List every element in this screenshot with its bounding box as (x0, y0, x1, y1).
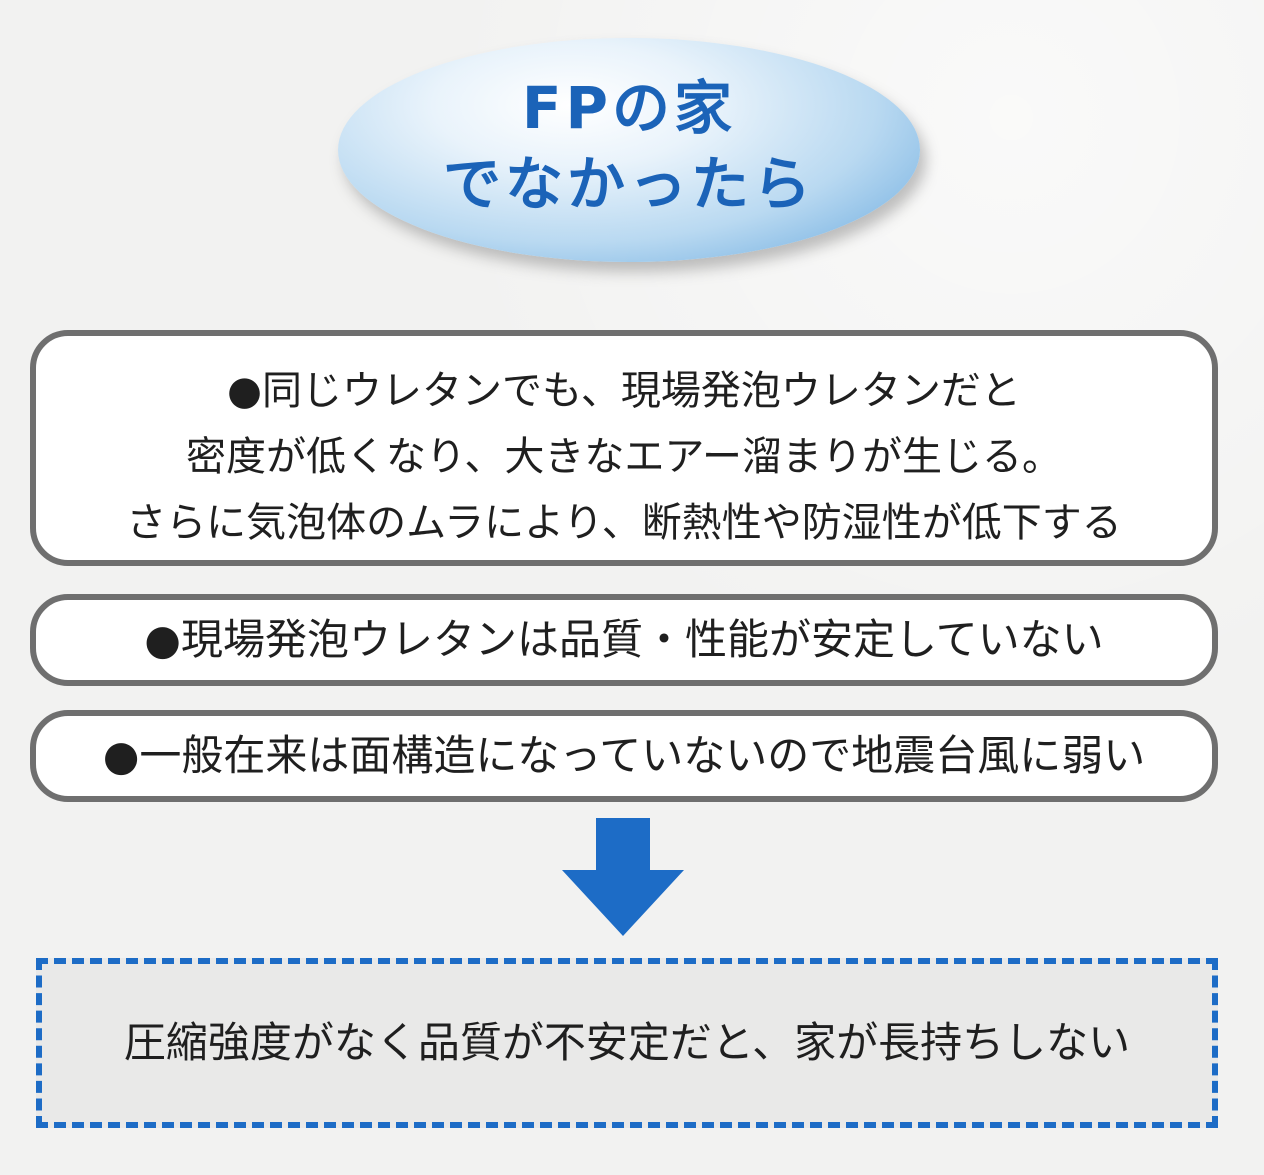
point-box-3: ●一般在来は面構造になっていないので地震台風に弱い (30, 710, 1218, 802)
point-2-text: ●現場発泡ウレタンは品質・性能が安定していない (144, 615, 1104, 664)
point-box-2: ●現場発泡ウレタンは品質・性能が安定していない (30, 594, 1218, 686)
conclusion-box: 圧縮強度がなく品質が不安定だと、家が長持ちしない (36, 958, 1218, 1128)
point-1-line-2: 密度が低くなり、大きなエアー溜まりが生じる。 (186, 434, 1062, 480)
title-line-1: FPの家 (521, 74, 737, 142)
point-3-text: ●一般在来は面構造になっていないので地震台風に弱い (102, 731, 1146, 780)
title-ellipse (338, 38, 920, 262)
point-1-line-1: ●同じウレタンでも、現場発泡ウレタンだと (227, 368, 1021, 414)
conclusion-text: 圧縮強度がなく品質が不安定だと、家が長持ちしない (123, 1018, 1131, 1067)
arrow-down-icon (562, 818, 684, 936)
point-1-line-3: さらに気泡体のムラにより、断熱性や防湿性が低下する (126, 500, 1122, 546)
title-line-2: でなかったら (442, 150, 815, 218)
page-title: FPの家 でなかったら (338, 70, 920, 222)
point-box-1: ●同じウレタンでも、現場発泡ウレタンだと 密度が低くなり、大きなエアー溜まりが生… (30, 330, 1218, 566)
